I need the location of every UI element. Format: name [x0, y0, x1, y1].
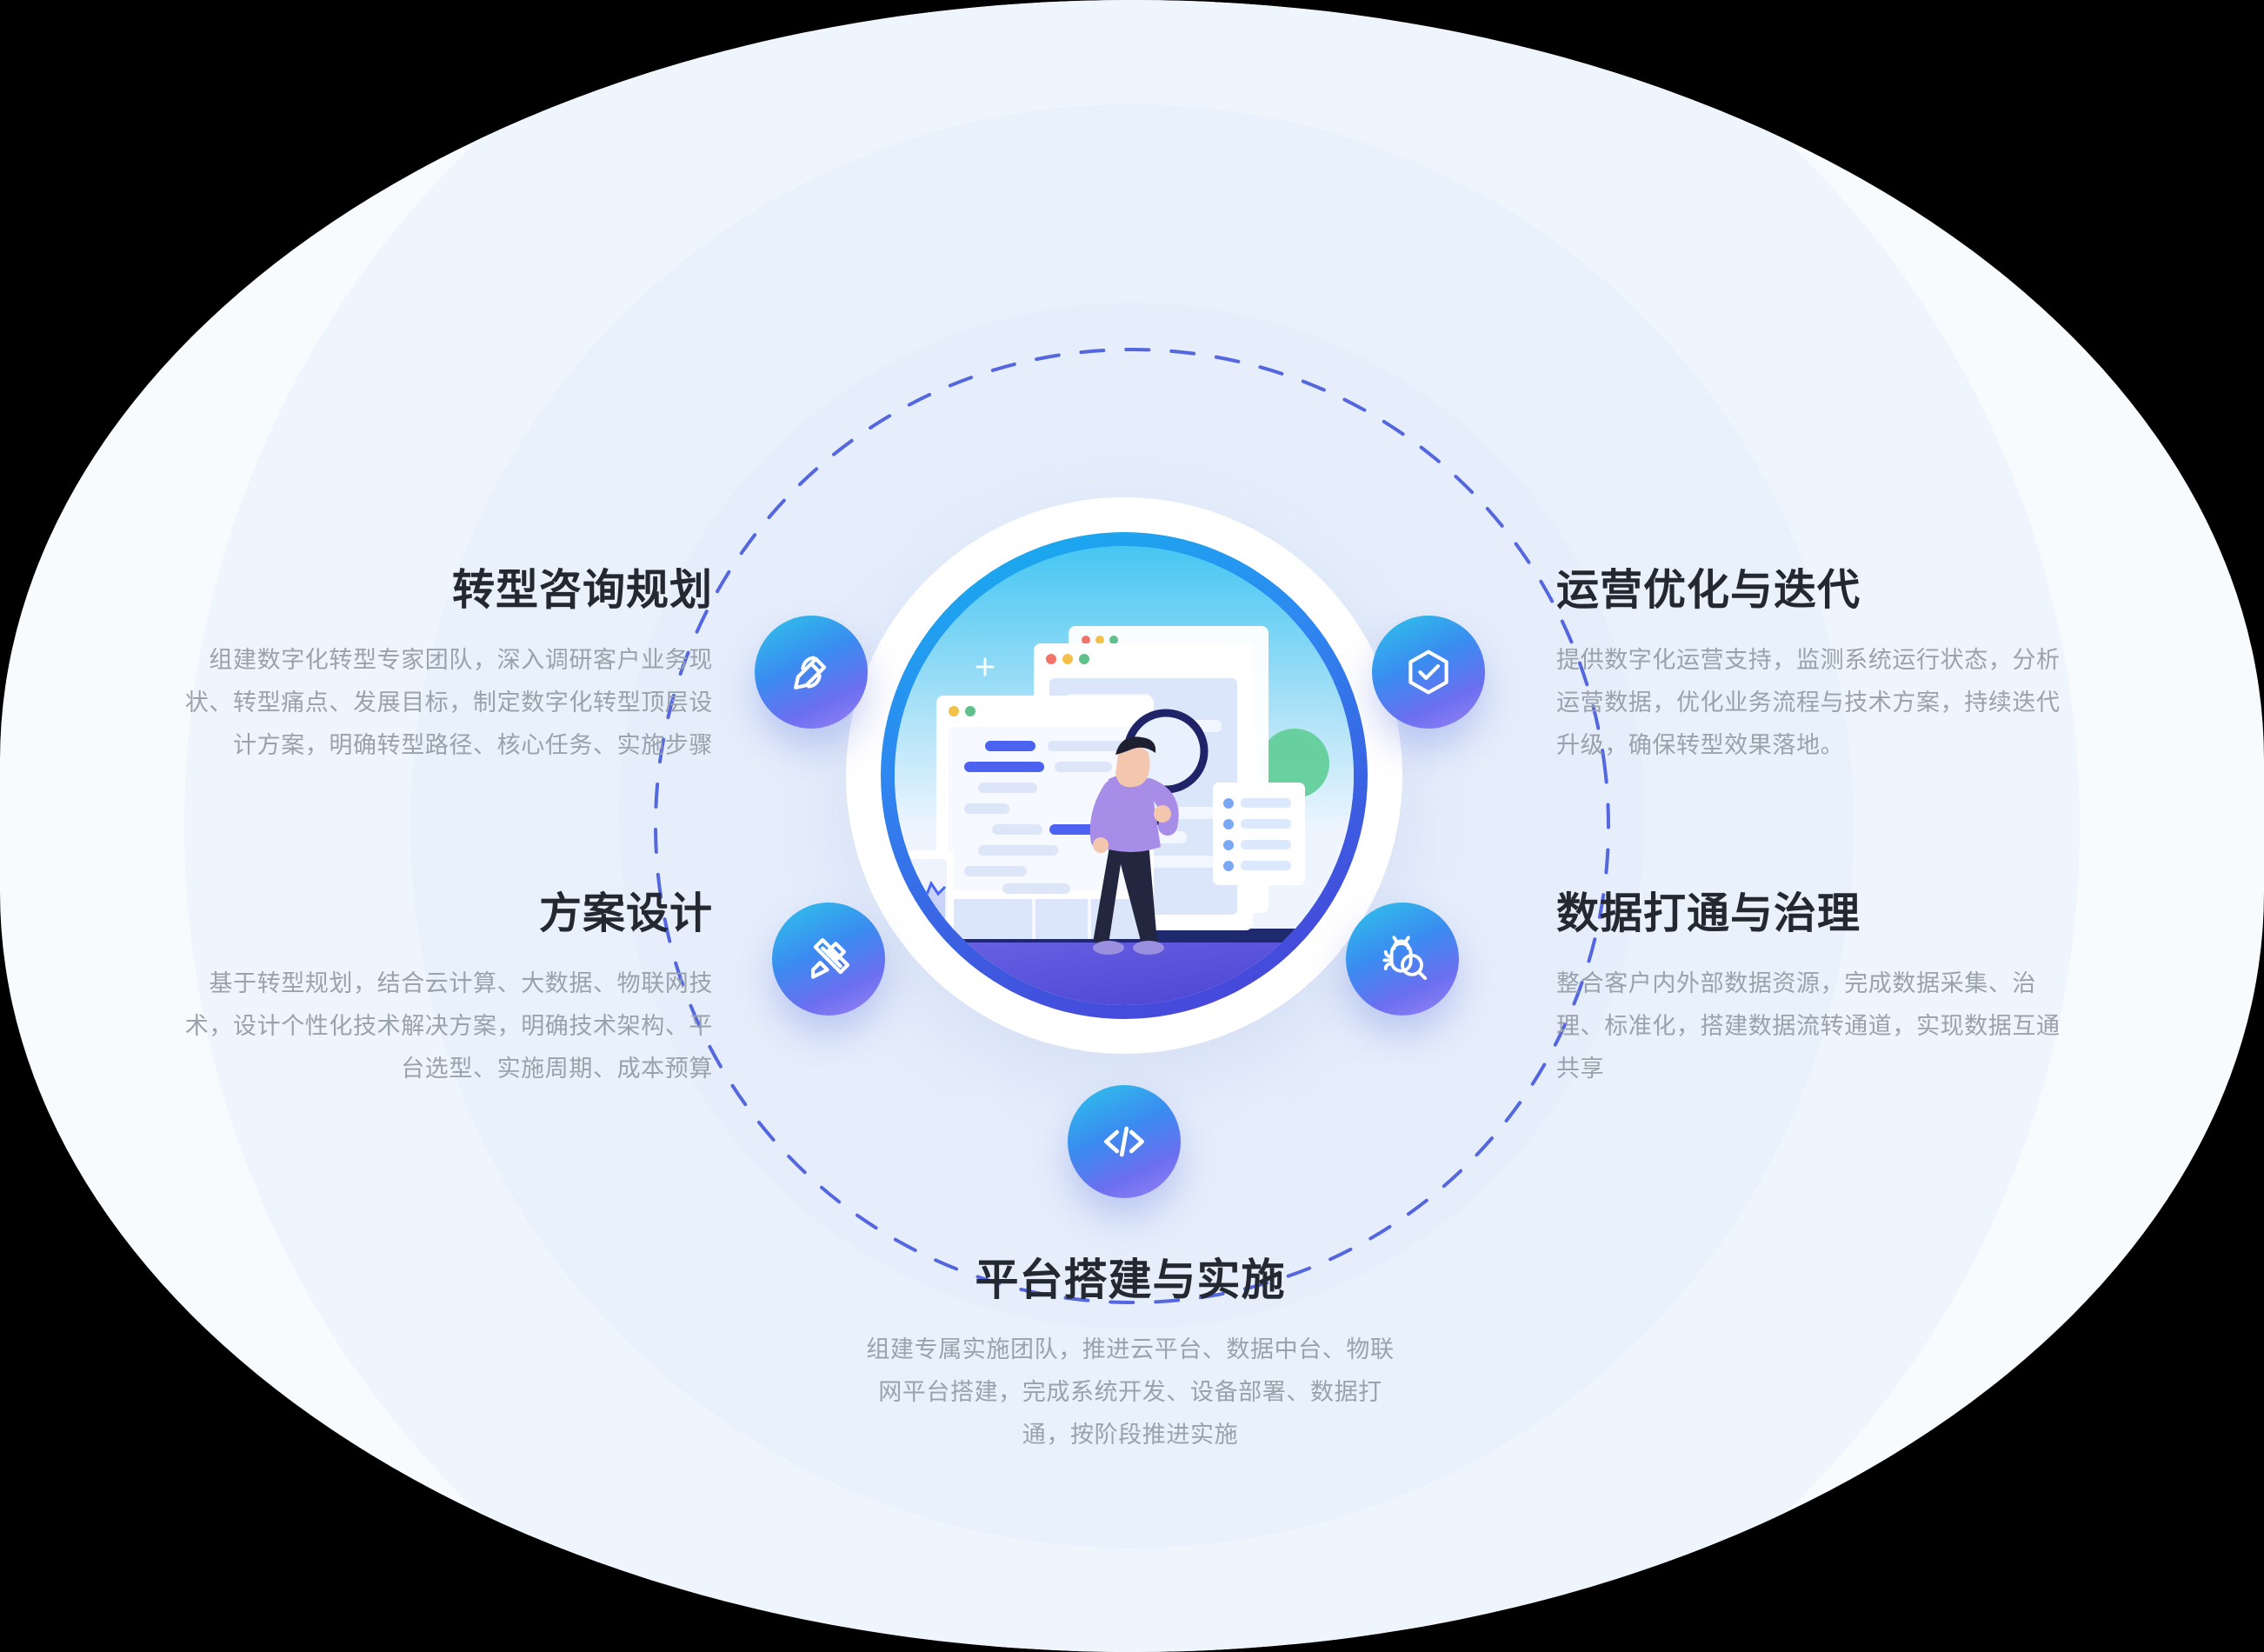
center-illustration	[846, 497, 1402, 1054]
step-title-ops: 运营优化与迭代	[1556, 567, 1861, 614]
step-block-data: 数据打通与治理 整合客户内外部数据资源，完成数据采集、治理、标准化，搭建数据流转…	[1556, 889, 2078, 1090]
step-title-consult: 转型咨询规划	[451, 567, 713, 614]
ruler-pencil-design-icon	[800, 930, 857, 988]
step-body-ops: 提供数字化运营支持，监测系统运行状态，分析运营数据，优化业务流程与技术方案，持续…	[1556, 646, 2061, 759]
step-block-platform: 平台搭建与实施 组建专属实施团队，推进云平台、数据中台、物联网平台搭建，完成系统…	[861, 1254, 1400, 1456]
step-title-data: 数据打通与治理	[1556, 890, 1861, 937]
step-block-consult: 转型咨询规划 组建数字化转型专家团队，深入调研客户业务现状、转型痛点、发展目标，…	[174, 565, 713, 767]
step-body-design: 基于转型规划，结合云计算、大数据、物联网技术，设计个性化技术解决方案，明确技术架…	[184, 969, 713, 1082]
code-brackets-icon	[1095, 1113, 1153, 1170]
step-title-platform: 平台搭建与实施	[975, 1256, 1286, 1304]
step-body-data: 整合客户内外部数据资源，完成数据采集、治理、标准化，搭建数据流转通道，实现数据互…	[1556, 969, 2061, 1082]
badge-platform[interactable]	[1068, 1085, 1181, 1198]
pencil-edit-icon	[782, 643, 840, 701]
hexagon-shield-check-icon	[1400, 643, 1457, 701]
illustration-scene	[895, 546, 1354, 1005]
badge-consult[interactable]	[755, 616, 868, 729]
step-body-platform: 组建专属实施团队，推进云平台、数据中台、物联网平台搭建，完成系统开发、设备部署、…	[866, 1336, 1395, 1449]
badge-design[interactable]	[772, 903, 885, 1016]
step-block-design: 方案设计 基于转型规划，结合云计算、大数据、物联网技术，设计个性化技术解决方案，…	[174, 889, 713, 1090]
badge-ops[interactable]	[1372, 616, 1485, 729]
badge-data[interactable]	[1346, 903, 1459, 1016]
step-body-consult: 组建数字化转型专家团队，深入调研客户业务现状、转型痛点、发展目标，制定数字化转型…	[184, 646, 713, 759]
step-block-ops: 运营优化与迭代 提供数字化运营支持，监测系统运行状态，分析运营数据，优化业务流程…	[1556, 565, 2078, 767]
step-title-design: 方案设计	[538, 890, 713, 937]
illustration-gradient-ring	[881, 532, 1368, 1019]
bug-magnifier-inspect-icon	[1374, 930, 1431, 988]
